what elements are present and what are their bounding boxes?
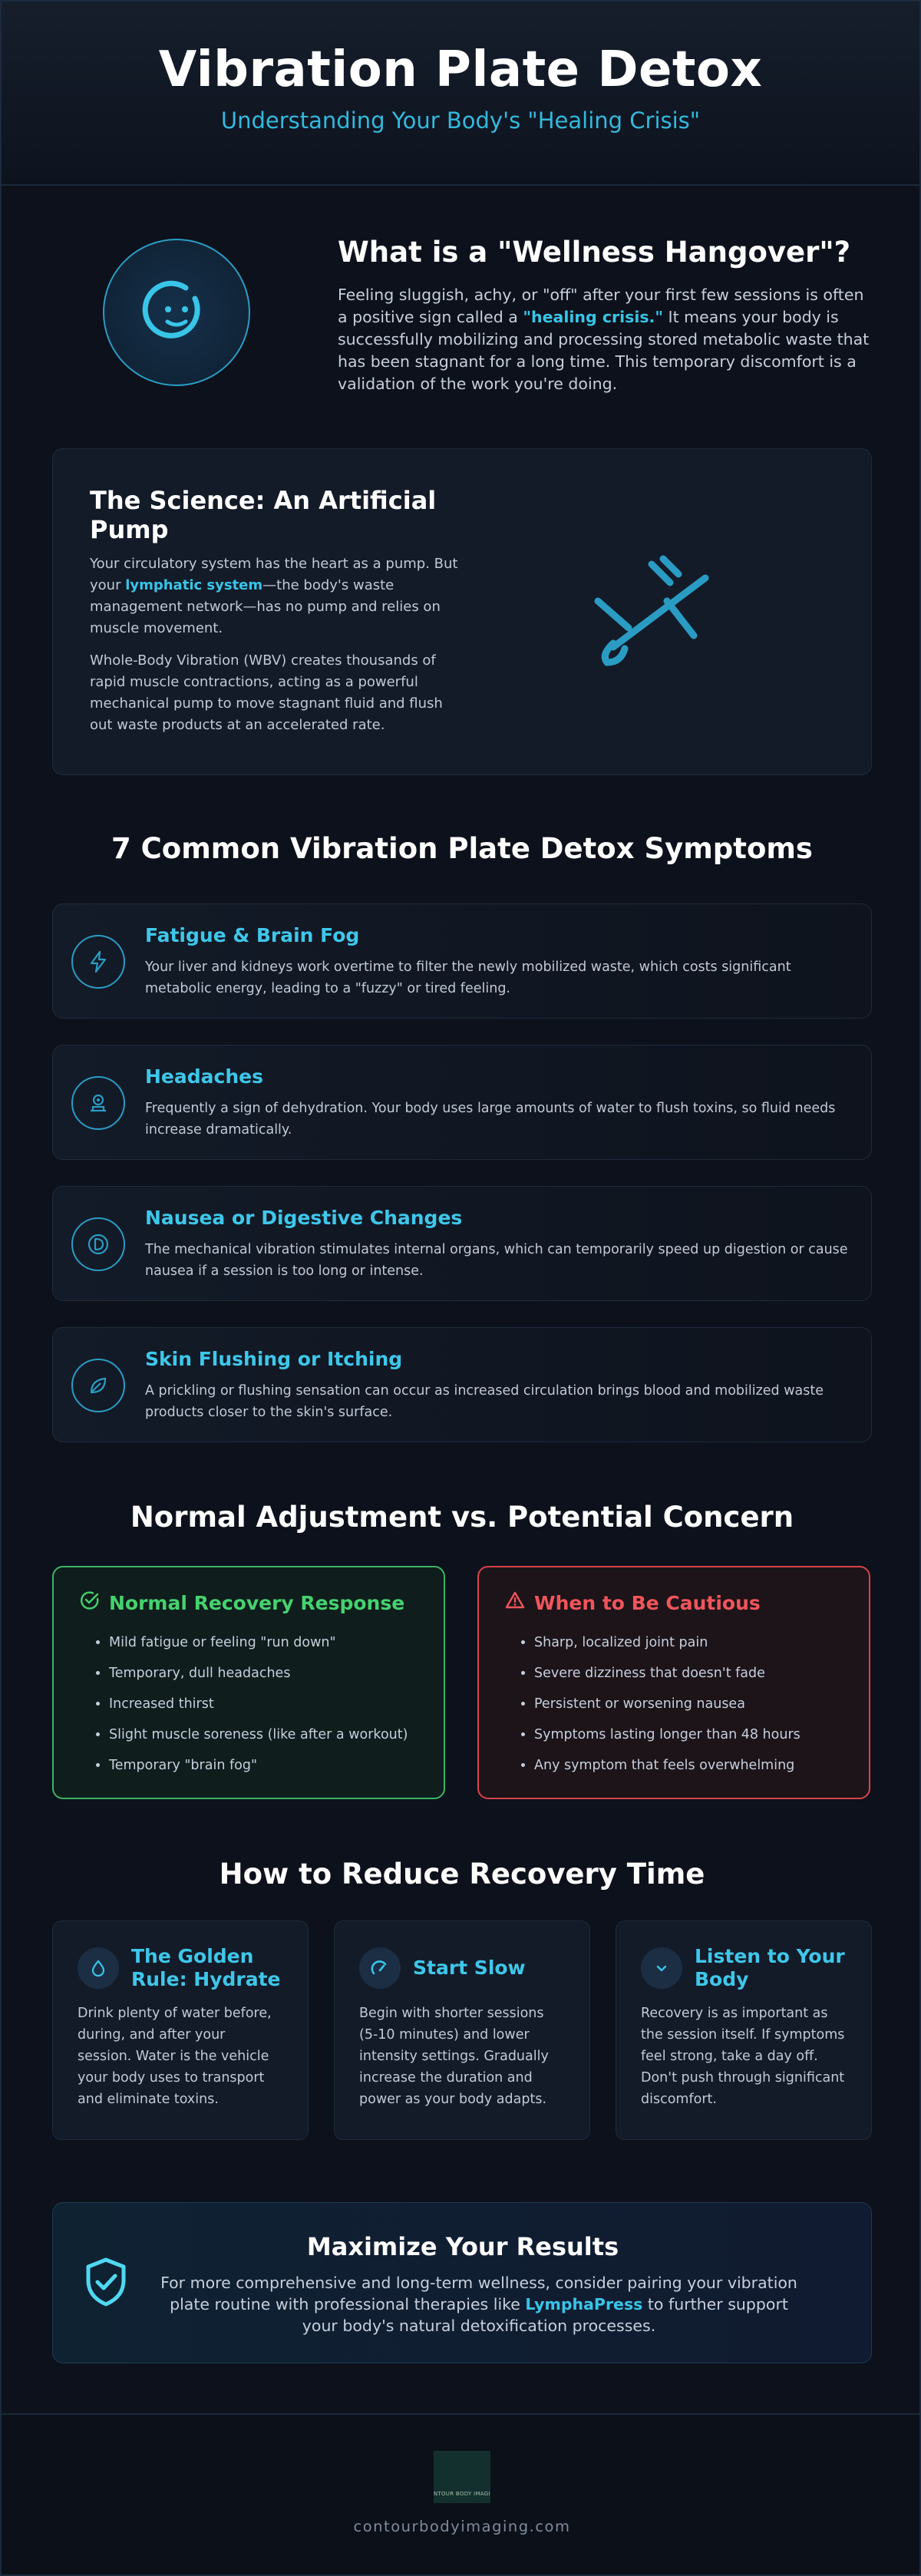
maximize-paragraph: For more comprehensive and long-term wel…: [160, 2272, 797, 2337]
brand-logo: CONTOUR BODY IMAGING: [434, 2451, 490, 2503]
normal-response-title: Normal Recovery Response: [109, 1591, 405, 1614]
science-text-2: —the body's waste management network—has…: [90, 577, 441, 636]
lightning-icon: [71, 935, 125, 989]
list-item: Persistent or worsening nausea: [534, 1689, 843, 1719]
tip-header: The Golden Rule: Hydrate: [78, 1944, 283, 1992]
head-pain-icon: [71, 1076, 125, 1130]
hangover-text-1: Feeling sluggish, achy, or "off" after y…: [338, 286, 864, 326]
tip-text: Recovery is as important as the session …: [641, 2006, 845, 2107]
tip-title: Listen to Your Body: [695, 1945, 845, 1990]
compare-section-title: Normal Adjustment vs. Potential Concern: [130, 1501, 794, 1534]
science-card: The Science: An Artificial Pump Your cir…: [52, 448, 872, 775]
tip-card-start-slow: Start Slow Begin with shorter sessions (…: [334, 1920, 590, 2140]
list-item: Symptoms lasting longer than 48 hours: [534, 1719, 843, 1750]
tip-text: Drink plenty of water before, during, an…: [78, 2006, 272, 2107]
hangover-paragraph: Feeling sluggish, achy, or "off" after y…: [338, 284, 875, 395]
symptom-title: Headaches: [145, 1065, 263, 1088]
symptom-text: The mechanical vibration stimulates inte…: [145, 1242, 848, 1279]
science-paragraph-1: Your circulatory system has the heart as…: [90, 553, 466, 639]
tip-title: The Golden Rule: Hydrate: [131, 1945, 281, 1990]
stomach-icon: [71, 1217, 125, 1271]
science-paragraph-2: Whole-Body Vibration (WBV) creates thous…: [90, 652, 443, 733]
pump-syringe-icon: [590, 555, 713, 673]
list-item: Any symptom that feels overwhelming: [534, 1750, 843, 1781]
symptom-text: Frequently a sign of dehydration. Your b…: [145, 1101, 836, 1138]
tip-title: Start Slow: [413, 1957, 526, 1979]
gauge-icon: [359, 1947, 401, 1989]
heart-check-icon: [641, 1947, 682, 1989]
normal-response-heading: Normal Recovery Response: [80, 1590, 418, 1615]
lymphapress-highlight: LymphaPress: [525, 2295, 643, 2313]
page-subtitle: Understanding Your Body's "Healing Crisi…: [220, 107, 701, 134]
science-title: The Science: An Artificial Pump: [90, 486, 437, 544]
hangover-title: What is a "Wellness Hangover"?: [338, 236, 851, 269]
check-circle-icon: [80, 1590, 100, 1615]
tip-text: Begin with shorter sessions (5-10 minute…: [359, 2006, 549, 2107]
footer: CONTOUR BODY IMAGING contourbodyimaging.…: [2, 2413, 919, 2574]
list-item: Severe dizziness that doesn't fade: [534, 1658, 843, 1689]
website-link[interactable]: contourbodyimaging.com: [353, 2518, 571, 2535]
symptom-text: A prickling or flushing sensation can oc…: [145, 1383, 824, 1420]
maximize-text-1: For more comprehensive and long-term wel…: [160, 2274, 797, 2313]
symptom-title: Fatigue & Brain Fog: [145, 924, 360, 946]
caution-list: Sharp, localized joint pain Severe dizzi…: [534, 1627, 843, 1781]
maximize-text-2: to further support your body's natural d…: [302, 2295, 788, 2335]
hangover-text-2: It means your body is successfully mobil…: [338, 308, 870, 393]
maximize-results-card: Maximize Your Results For more comprehen…: [52, 2202, 872, 2363]
warning-triangle-icon: [505, 1590, 525, 1615]
symptom-card-headaches: Headaches Frequently a sign of dehydrati…: [52, 1045, 872, 1160]
tip-header: Listen to Your Body: [641, 1944, 847, 1992]
symptom-title: Skin Flushing or Itching: [145, 1348, 403, 1370]
list-item: Slight muscle soreness (like after a wor…: [109, 1719, 418, 1750]
wellness-hangover-section: What is a "Wellness Hangover"? Feeling s…: [52, 236, 872, 393]
hero-header: Vibration Plate Detox Understanding Your…: [2, 2, 919, 186]
hangover-text-block: What is a "Wellness Hangover"? Feeling s…: [338, 236, 875, 395]
caution-title: When to Be Cautious: [534, 1591, 761, 1614]
lymphatic-system-highlight: lymphatic system: [125, 577, 263, 593]
logo-text: CONTOUR BODY IMAGING: [434, 2491, 490, 2497]
list-item: Increased thirst: [109, 1689, 418, 1719]
page-title: Vibration Plate Detox: [158, 41, 763, 98]
recovery-section-title: How to Reduce Recovery Time: [219, 1858, 705, 1891]
normal-response-list: Mild fatigue or feeling "run down" Tempo…: [109, 1627, 418, 1781]
symptom-card-skin: Skin Flushing or Itching A prickling or …: [52, 1327, 872, 1442]
tip-card-hydrate: The Golden Rule: Hydrate Drink plenty of…: [52, 1920, 309, 2140]
symptom-text: Your liver and kidneys work overtime to …: [145, 959, 791, 996]
list-item: Sharp, localized joint pain: [534, 1627, 843, 1658]
list-item: Temporary, dull headaches: [109, 1658, 418, 1689]
tip-header: Start Slow: [359, 1944, 565, 1992]
tip-card-listen: Listen to Your Body Recovery is as impor…: [616, 1920, 872, 2140]
symptom-title: Nausea or Digestive Changes: [145, 1207, 463, 1229]
symptoms-section-title: 7 Common Vibration Plate Detox Symptoms: [111, 832, 813, 865]
shield-check-icon: [84, 2257, 128, 2310]
list-item: Mild fatigue or feeling "run down": [109, 1627, 418, 1658]
water-drop-icon: [78, 1947, 119, 1989]
smiley-icon: [103, 239, 250, 386]
symptom-card-nausea: Nausea or Digestive Changes The mechanic…: [52, 1186, 872, 1301]
maximize-title: Maximize Your Results: [306, 2232, 619, 2261]
list-item: Temporary "brain fog": [109, 1750, 418, 1781]
leaf-skin-icon: [71, 1359, 125, 1412]
caution-card: When to Be Cautious Sharp, localized joi…: [477, 1566, 870, 1799]
symptom-card-fatigue: Fatigue & Brain Fog Your liver and kidne…: [52, 903, 872, 1019]
science-text-1: Your circulatory system has the heart as…: [90, 556, 458, 593]
healing-crisis-highlight: "healing crisis.": [523, 308, 664, 326]
caution-heading: When to Be Cautious: [505, 1590, 843, 1615]
normal-response-card: Normal Recovery Response Mild fatigue or…: [52, 1566, 445, 1799]
